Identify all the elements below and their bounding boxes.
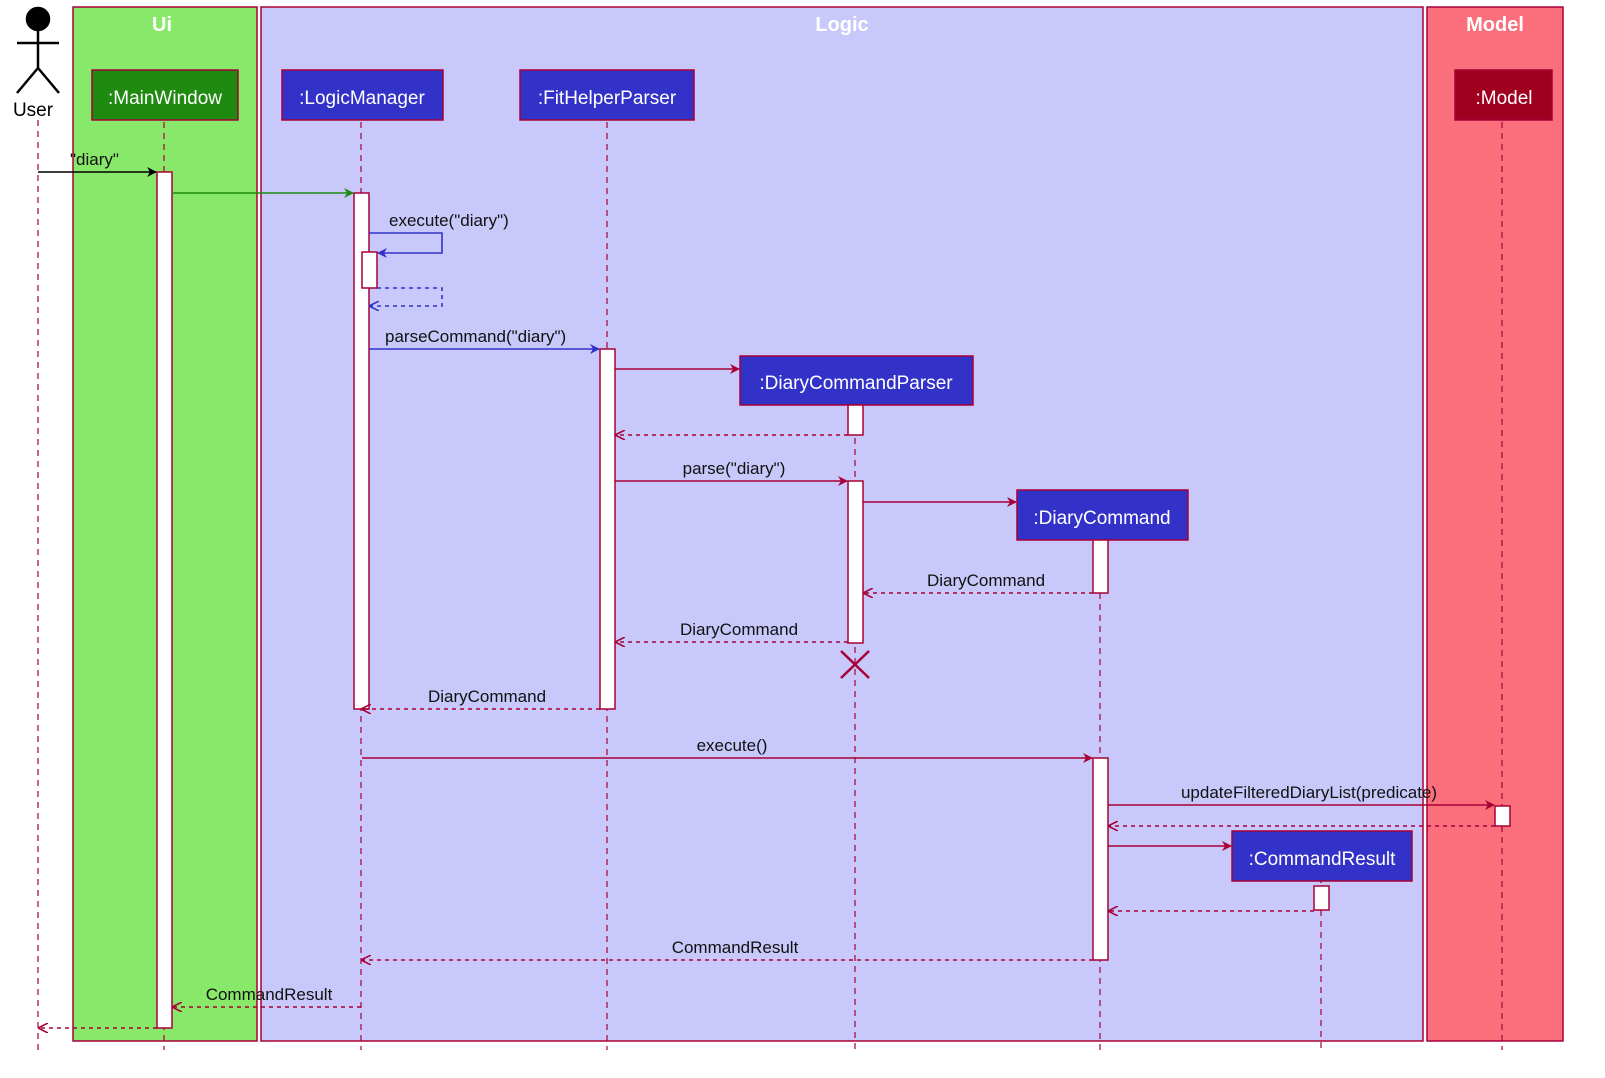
return-diarycommand-1-label: DiaryCommand: [927, 571, 1045, 590]
participant-mainwindow-label: :MainWindow: [108, 88, 222, 109]
stick-figure-icon: [16, 6, 60, 94]
group-logic: Logic: [260, 6, 1424, 1042]
participant-commandresult[interactable]: :CommandResult: [1231, 830, 1413, 882]
participant-diarycommandparser-label: :DiaryCommandParser: [759, 373, 953, 394]
participant-model-label: :Model: [1475, 88, 1532, 109]
group-model-label: Model: [1466, 14, 1524, 36]
group-model: Model: [1426, 6, 1564, 1042]
activation-model: [1494, 805, 1511, 827]
activation-diarycommand-init: [1092, 539, 1109, 594]
activation-diarycommandparser-init: [847, 404, 864, 436]
activation-commandresult: [1313, 885, 1330, 911]
return-commandresult-2-label: CommandResult: [206, 985, 333, 1004]
message-parsecommand-label: parseCommand("diary"): [385, 327, 566, 346]
return-diarycommand-2-label: DiaryCommand: [680, 620, 798, 639]
message-execute-label: execute(): [697, 736, 768, 755]
actor-user: User: [13, 6, 60, 121]
group-ui-label: Ui: [152, 14, 172, 36]
activation-diarycommand-execute: [1092, 757, 1109, 961]
actor-label: User: [13, 100, 54, 121]
return-commandresult-1-label: CommandResult: [672, 938, 799, 957]
message-execute-self-label: execute("diary"): [389, 211, 509, 230]
participant-fithelperparser[interactable]: :FitHelperParser: [519, 69, 695, 121]
message-updatefiltereddiarylist-label: updateFilteredDiaryList(predicate): [1181, 783, 1437, 802]
activation-fithelperparser: [599, 348, 616, 710]
participant-model[interactable]: :Model: [1454, 69, 1553, 121]
participant-commandresult-label: :CommandResult: [1249, 849, 1396, 870]
group-logic-label: Logic: [815, 14, 868, 36]
message-user-diary-label: "diary": [70, 150, 119, 169]
activations: [156, 171, 1511, 1029]
activation-logicmanager-self: [361, 251, 378, 289]
return-execute-self: [370, 287, 443, 306]
participant-diarycommand-label: :DiaryCommand: [1033, 508, 1170, 529]
message-parse-label: parse("diary"): [683, 459, 786, 478]
participant-logicmanager[interactable]: :LogicManager: [281, 69, 444, 121]
participant-fithelperparser-label: :FitHelperParser: [538, 88, 677, 109]
activation-diarycommandparser-parse: [847, 480, 864, 644]
participant-mainwindow[interactable]: :MainWindow: [91, 69, 239, 121]
participant-diarycommand[interactable]: :DiaryCommand: [1016, 489, 1189, 541]
participant-diarycommandparser[interactable]: :DiaryCommandParser: [739, 355, 974, 406]
return-diarycommand-3-label: DiaryCommand: [428, 687, 546, 706]
participant-logicmanager-label: :LogicManager: [299, 88, 425, 109]
message-execute-self: [369, 232, 443, 258]
activation-mainwindow: [156, 171, 173, 1029]
destroy-x-icon: [840, 650, 870, 679]
